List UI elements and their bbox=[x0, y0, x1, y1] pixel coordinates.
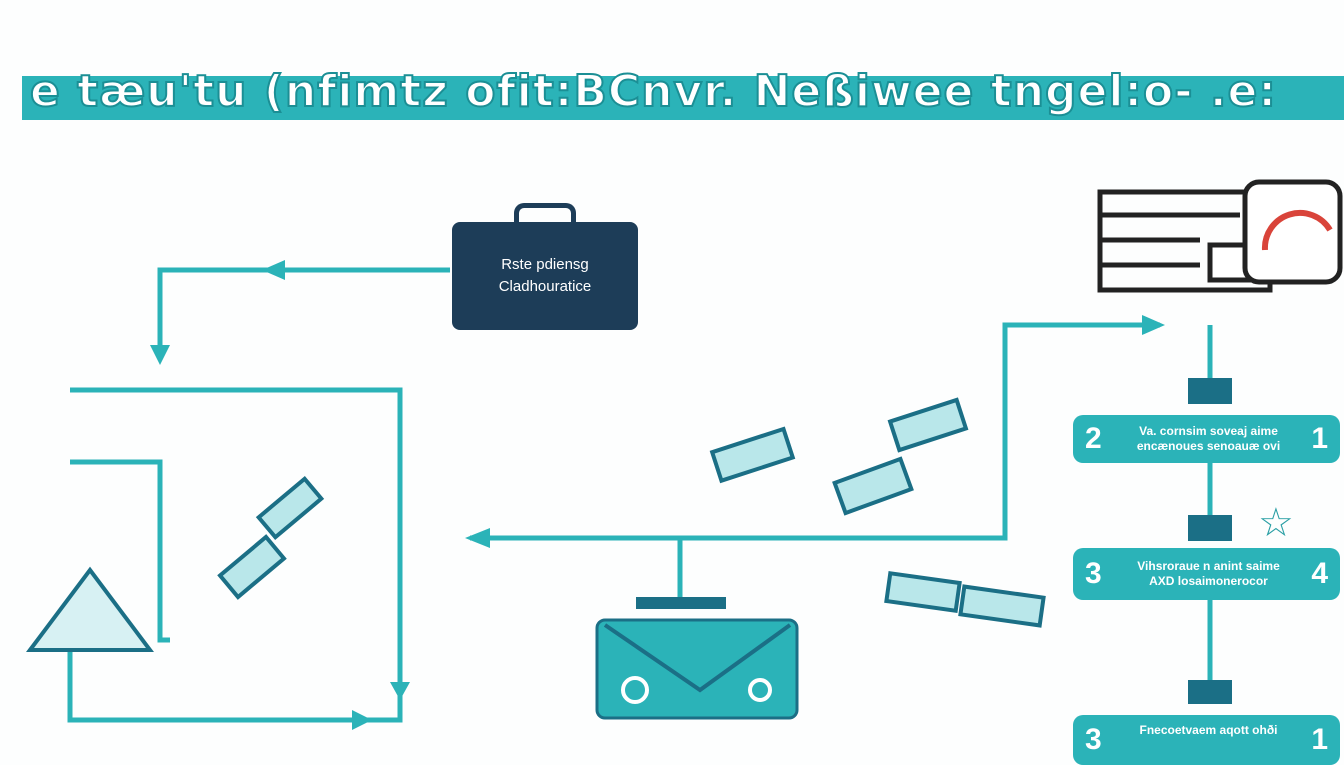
central-box-line1: Rste pdiensg bbox=[501, 256, 589, 273]
briefcase-handle-icon bbox=[514, 203, 576, 225]
step-line2: AXD losaimonerocor bbox=[1149, 574, 1268, 588]
step-box-3: 3 Fnecoetvaem aqott ohði 1 bbox=[1073, 715, 1340, 765]
title-banner bbox=[22, 76, 1344, 120]
step-left-number: 3 bbox=[1085, 557, 1102, 590]
step-line1: Vihsroraue n anint saime bbox=[1137, 559, 1280, 573]
central-box-line2: Cladhouratice bbox=[498, 278, 592, 295]
step-line2: encænoues senoauæ ovi bbox=[1136, 439, 1281, 453]
step-left-number: 3 bbox=[1085, 723, 1102, 756]
step-right-number: 1 bbox=[1311, 723, 1328, 756]
bottom-center-case-icon bbox=[595, 618, 799, 720]
arrow-down-icon bbox=[150, 345, 170, 365]
step-text: Fnecoetvaem aqott ohði bbox=[1119, 723, 1298, 738]
connector-plug-icon bbox=[1188, 515, 1232, 541]
step-left-number: 2 bbox=[1085, 422, 1102, 455]
step-right-number: 1 bbox=[1311, 422, 1328, 455]
arrow-left-icon bbox=[262, 260, 285, 280]
step-line1: Fnecoetvaem aqott ohði bbox=[1139, 723, 1278, 737]
step-right-number: 4 bbox=[1311, 557, 1328, 590]
connector-center bbox=[470, 322, 1160, 541]
tag-icons bbox=[26, 397, 1046, 652]
arrow-left-icon bbox=[465, 528, 490, 548]
diagram-title: e tæu'tu (nfimtz ofit:BCnvr. Neßiwee tng… bbox=[29, 65, 1277, 118]
arrow-down-icon bbox=[390, 682, 410, 700]
connector-case-left bbox=[157, 267, 450, 360]
connector-left-inner bbox=[70, 459, 170, 643]
arrow-right-icon bbox=[352, 710, 372, 730]
step-line1: Va. cornsim soveaj aime bbox=[1139, 424, 1278, 438]
connector-plug-icon bbox=[636, 597, 726, 609]
star-icon: ☆ bbox=[1258, 501, 1294, 545]
connector-plug-icon bbox=[1188, 378, 1232, 404]
dashboard-icon bbox=[1097, 179, 1343, 293]
connector-left-loop bbox=[67, 387, 403, 723]
connector-plug-icon bbox=[1188, 680, 1232, 704]
central-process-box: Rste pdiensg Cladhouratice bbox=[452, 222, 638, 330]
arrow-right-icon bbox=[1142, 315, 1165, 335]
